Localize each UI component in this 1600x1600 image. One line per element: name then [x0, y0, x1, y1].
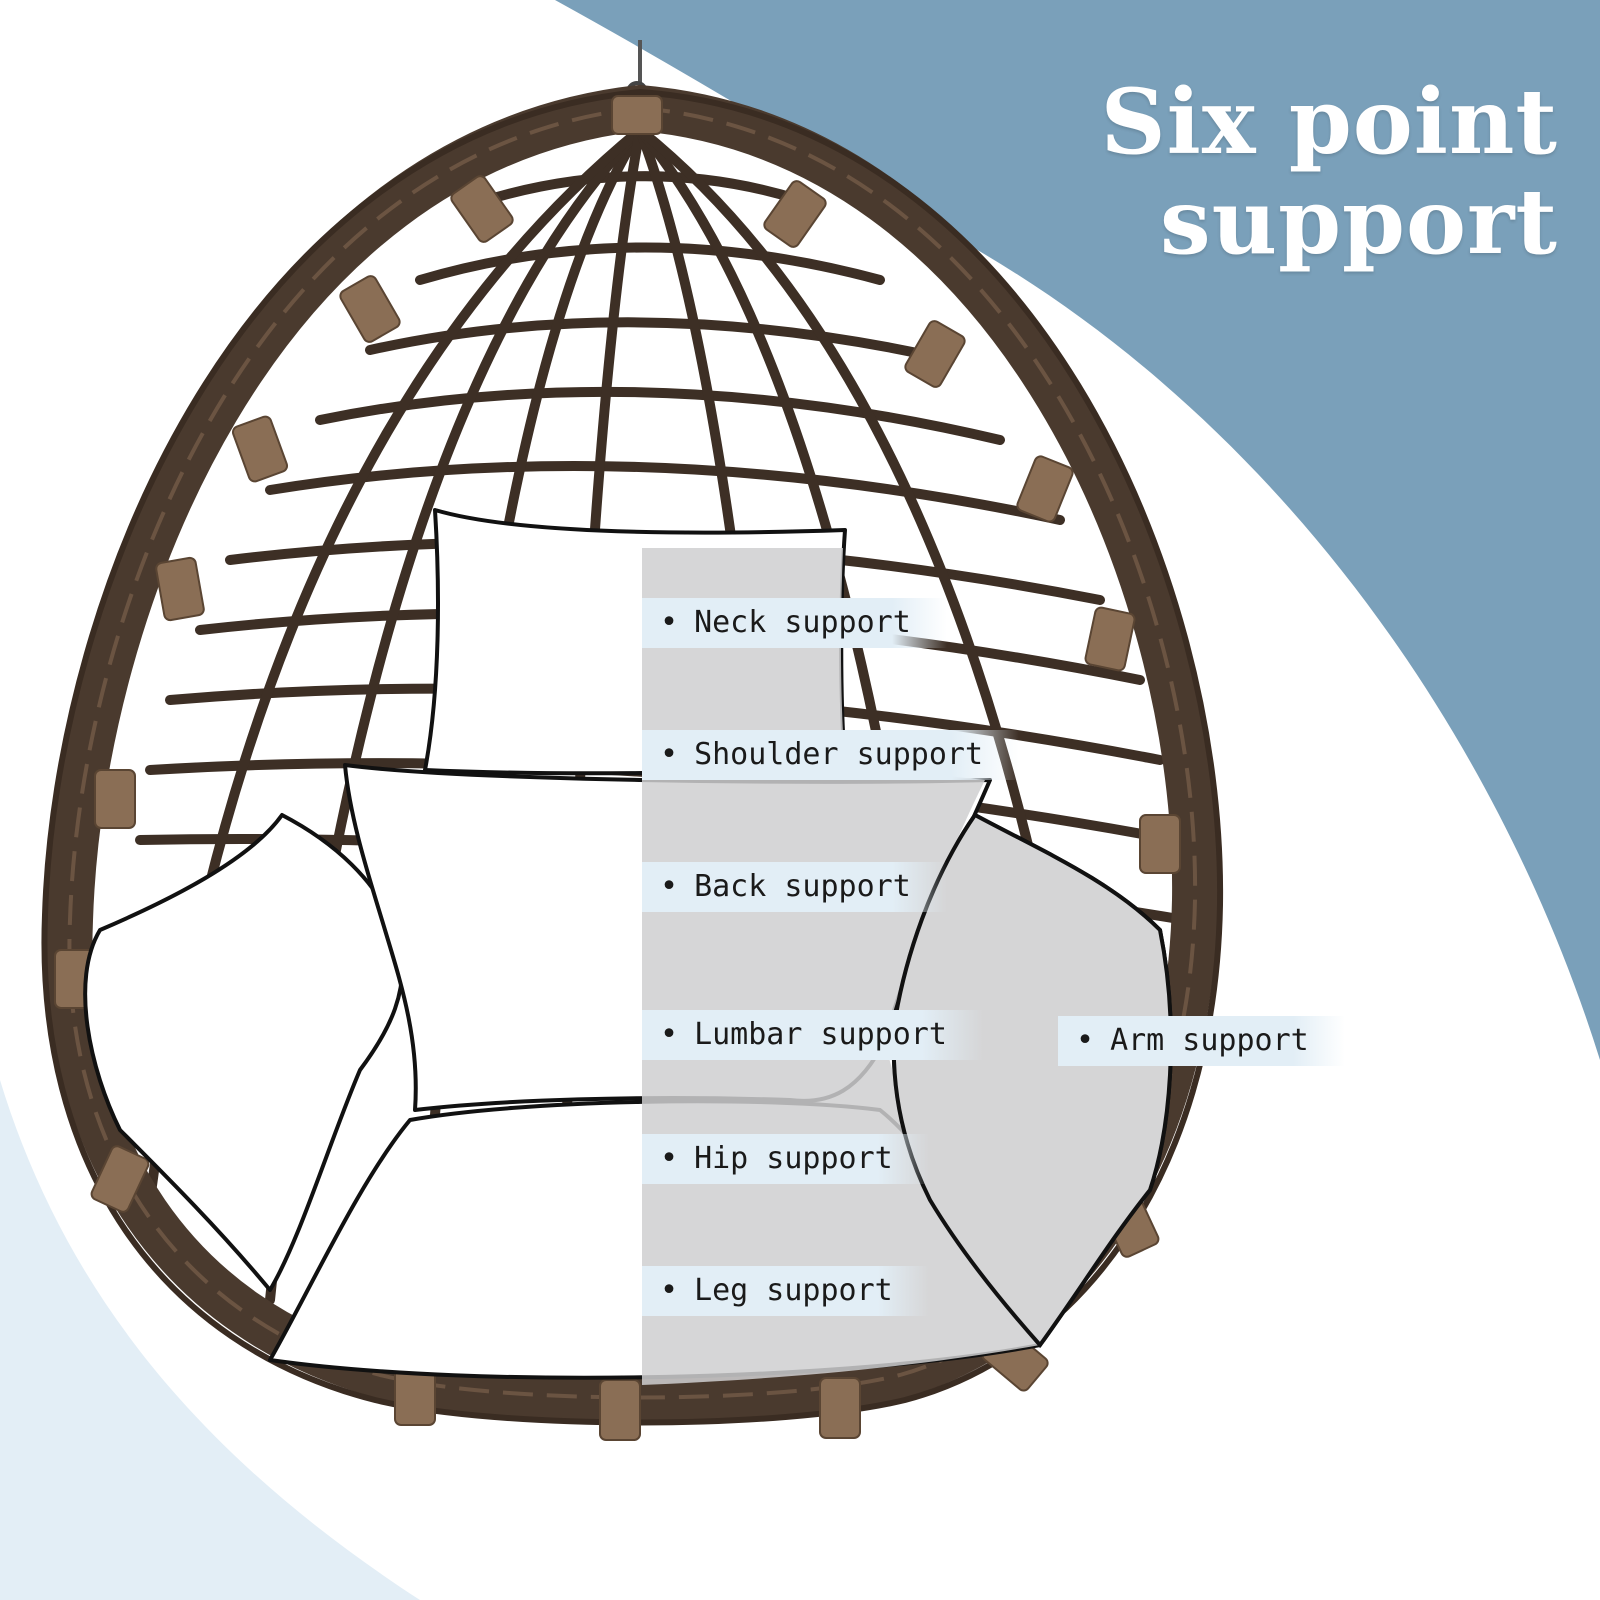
- bullet-icon: •: [1076, 1023, 1095, 1058]
- label-arm-support: • Arm support: [1058, 1016, 1345, 1066]
- page-title-line-2: support: [1160, 169, 1558, 275]
- label-text: Neck support: [694, 605, 911, 640]
- label-text: Shoulder support: [694, 737, 984, 772]
- label-lumbar-support: • Lumbar support: [642, 1010, 983, 1060]
- label-shoulder-support: • Shoulder support: [642, 730, 1020, 780]
- bullet-icon: •: [660, 1141, 679, 1176]
- bullet-icon: •: [660, 1273, 679, 1308]
- blue-background-shape: [555, 0, 1600, 1060]
- label-back-support: • Back support: [642, 862, 947, 912]
- bullet-icon: •: [660, 737, 679, 772]
- bullet-icon: •: [660, 869, 679, 904]
- label-leg-support: • Leg support: [642, 1266, 929, 1316]
- bullet-icon: •: [660, 1017, 679, 1052]
- page-title-line-1: Six point: [1100, 69, 1558, 175]
- label-hip-support: • Hip support: [642, 1134, 929, 1184]
- label-neck-support: • Neck support: [642, 598, 947, 648]
- label-text: Back support: [694, 869, 911, 904]
- label-text: Arm support: [1110, 1023, 1309, 1058]
- label-text: Lumbar support: [694, 1017, 947, 1052]
- rattan-bindings: [54, 95, 1181, 1441]
- bullet-icon: •: [660, 605, 679, 640]
- label-text: Hip support: [694, 1141, 893, 1176]
- pale-blue-corner-shape: [0, 1080, 420, 1600]
- label-text: Leg support: [694, 1273, 893, 1308]
